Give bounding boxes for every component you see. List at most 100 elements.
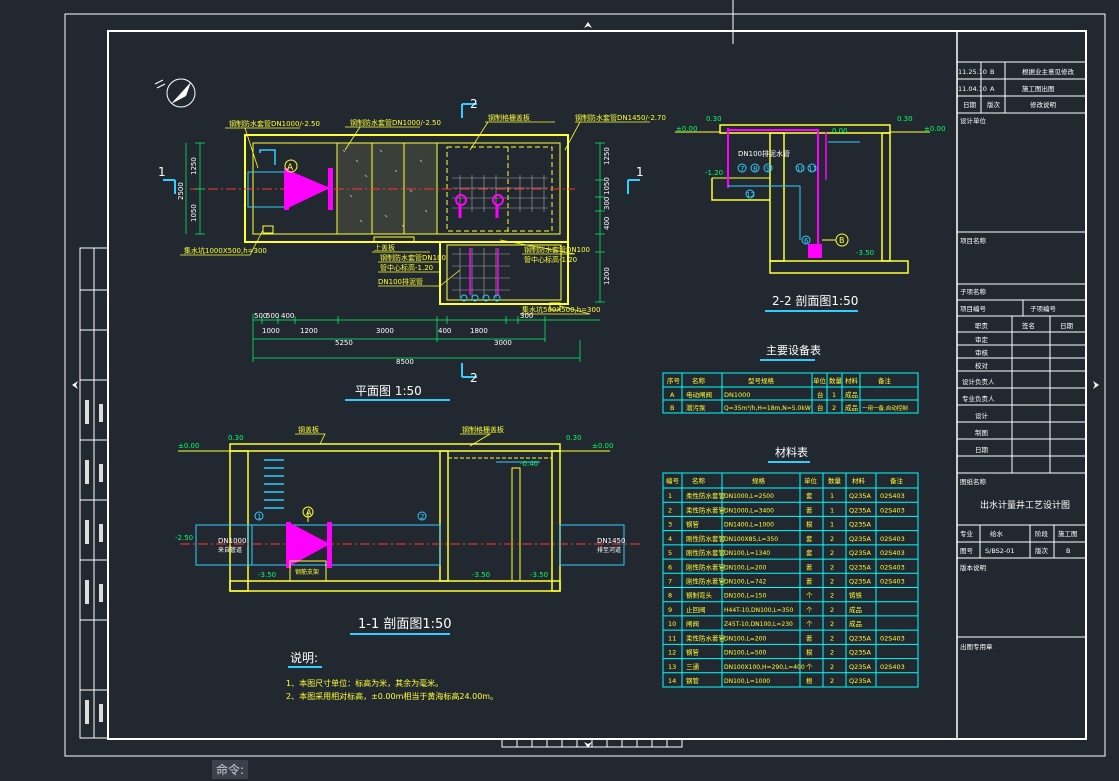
- mat-r4-c6: 02S403: [880, 549, 905, 557]
- mat-r1-c1: 柔性防水套管: [686, 505, 726, 514]
- tb-drawing-name: 出水计量井工艺设计图: [980, 499, 1070, 511]
- plan-dim-3: 400: [281, 312, 294, 320]
- mat-r13-c5: Q235A: [849, 677, 872, 685]
- mat-r2-c5: Q235A: [849, 521, 872, 529]
- plan-title: 平面图 1:50: [355, 384, 422, 398]
- mat-r1-c0: 2: [668, 506, 672, 514]
- mat-r10-c3: 套: [806, 633, 813, 642]
- plan-dim-6: 3000: [376, 327, 394, 335]
- mat-r0-c5: Q235A: [849, 492, 872, 500]
- s22-elev-bottom: -3.50: [856, 249, 874, 257]
- mat-r6-c0: 7: [668, 578, 672, 586]
- plan-section-mark-bottom: 2: [470, 371, 478, 385]
- eq-r0-c1: 电动闸阀: [686, 390, 712, 399]
- mat-r3-c1: 刚性防水套管: [686, 534, 726, 543]
- callout-drain2: 钢制防水套管DN100: [524, 245, 590, 254]
- callout-outlet-pipe: 钢制防水套管DN1450/-2.70: [575, 113, 666, 122]
- tb-project-name: 项目名称: [960, 236, 987, 245]
- plan-dim-12: 8500: [396, 358, 414, 366]
- mat-r12-c5: Q235A: [849, 663, 872, 671]
- mat-r4-c4: 2: [830, 549, 834, 557]
- mat-r9-c2: Z45T-10,DN100,L=230: [724, 621, 793, 628]
- s11-inlet-label: DN1000: [218, 537, 246, 545]
- callout-pump-pipe: 钢制防水套管DN100: [380, 253, 446, 262]
- mat-r13-c3: 根: [806, 676, 813, 685]
- equipment-table: [662, 372, 919, 414]
- plan-dim-7: 400: [438, 327, 451, 335]
- mat-r3-c5: Q235A: [849, 535, 872, 543]
- plan-dim-2: 500: [266, 312, 279, 320]
- mat-r7-c0: 8: [668, 592, 672, 600]
- mat-r10-c1: 柔性防水套管: [686, 633, 726, 642]
- tb-sub-no: 子项编号: [1030, 304, 1057, 313]
- mat-r8-c5: 成品: [849, 605, 862, 614]
- eq-r1-c4: 2: [832, 404, 836, 412]
- mat-r1-c6: 02S403: [880, 506, 905, 514]
- mat-r12-c3: 个: [806, 663, 813, 671]
- plan-dimensions: 500 500 400 1000 1200 3000 400 1800 300 …: [177, 147, 611, 366]
- mat-r1-c2: DN1000,L=3400: [724, 507, 774, 514]
- s11-elev-bottom1: -3.50: [258, 571, 276, 579]
- mat-r5-c4: 2: [830, 563, 834, 571]
- plan-tag-a: A: [287, 163, 294, 173]
- mat-h4: 数量: [828, 476, 842, 485]
- mat-r10-c4: 2: [830, 634, 834, 642]
- callout-drain: DN100排泥管: [378, 277, 423, 286]
- center-mark-top-icon: [584, 22, 592, 28]
- tb-project-no: 项目编号: [960, 304, 987, 313]
- mat-r9-c4: 2: [830, 620, 834, 628]
- mat-h0: 编号: [666, 476, 680, 485]
- mat-r5-c0: 6: [668, 563, 672, 571]
- command-line-prompt[interactable]: 命令:: [212, 760, 249, 779]
- mat-r9-c0: 10: [668, 620, 676, 628]
- mat-r6-c1: 刚性防水套管: [686, 577, 726, 586]
- callout-drain3: 管中心标高-1.20: [524, 255, 577, 264]
- plan-tag-a-circle: [284, 159, 298, 173]
- mat-h3: 单位: [804, 476, 818, 485]
- mat-r8-c3: 个: [806, 606, 813, 614]
- mat-r5-c2: DN100,L=200: [724, 564, 766, 571]
- s22-num-7: 7: [740, 165, 744, 173]
- s22-num-11: 11: [808, 165, 817, 173]
- left-signature-strip: [79, 247, 109, 739]
- mat-r10-c0: 11: [668, 634, 676, 642]
- mat-r4-c3: 套: [806, 548, 813, 557]
- notes-title: 说明:: [290, 650, 318, 665]
- mat-h2: 规格: [752, 476, 766, 485]
- tb-rev0-date: 11.25.10: [958, 68, 987, 76]
- tb-rev1-ver: A: [990, 85, 995, 93]
- s22-elev-pipe: -1.20: [705, 169, 723, 177]
- inner-frame: [107, 30, 1087, 740]
- mat-r5-c1: 刚性防水套管: [686, 562, 726, 571]
- mat-r0-c6: 02S403: [880, 492, 905, 500]
- callout-sump2: 集水坑500X500,h=300: [522, 305, 600, 314]
- callout-inlet-pipe: 钢制防水套管DN1000/-2.50: [229, 119, 320, 128]
- mat-r6-c5: Q235A: [849, 578, 872, 586]
- tb-stamp-label: 出图专用章: [960, 642, 993, 651]
- mat-r3-c0: 4: [668, 535, 672, 543]
- mat-r1-c4: 1: [830, 506, 834, 514]
- mat-r8-c2: H44T-10,DN100,L=350: [724, 607, 793, 614]
- plan-dim-r1: 1250: [603, 147, 611, 165]
- mat-r5-c3: 套: [806, 562, 813, 571]
- mat-r3-c3: 套: [806, 534, 813, 543]
- eq-r1-c1: 潜污泵: [686, 403, 706, 412]
- tb-role-3: 设计负责人: [962, 377, 995, 386]
- tb-stage-label: 阶段: [1035, 529, 1049, 538]
- callout-sump: 集水坑1000X500,h=300: [184, 246, 267, 255]
- tb-rev-header-date: 日期: [963, 101, 977, 109]
- s11-elev-ground-right: ±0.00: [592, 442, 613, 450]
- eq-h5: 材料: [845, 376, 859, 385]
- mat-r7-c3: 个: [806, 592, 813, 600]
- mat-r5-c5: Q235A: [849, 563, 872, 571]
- eq-r1-c3: 台: [817, 403, 824, 412]
- plan-dim-l3: 2500: [177, 182, 185, 200]
- tb-drawing-no: S/BS2-01: [985, 547, 1015, 555]
- s11-num-1: 1: [257, 513, 261, 521]
- mat-r5-c6: 02S403: [880, 563, 905, 571]
- eq-r0-c5: 成品: [845, 390, 858, 399]
- tb-specialty-label: 专业: [960, 529, 974, 538]
- callout-grille: 钢制格栅盖板: [488, 113, 530, 122]
- mat-r0-c3: 套: [806, 491, 813, 500]
